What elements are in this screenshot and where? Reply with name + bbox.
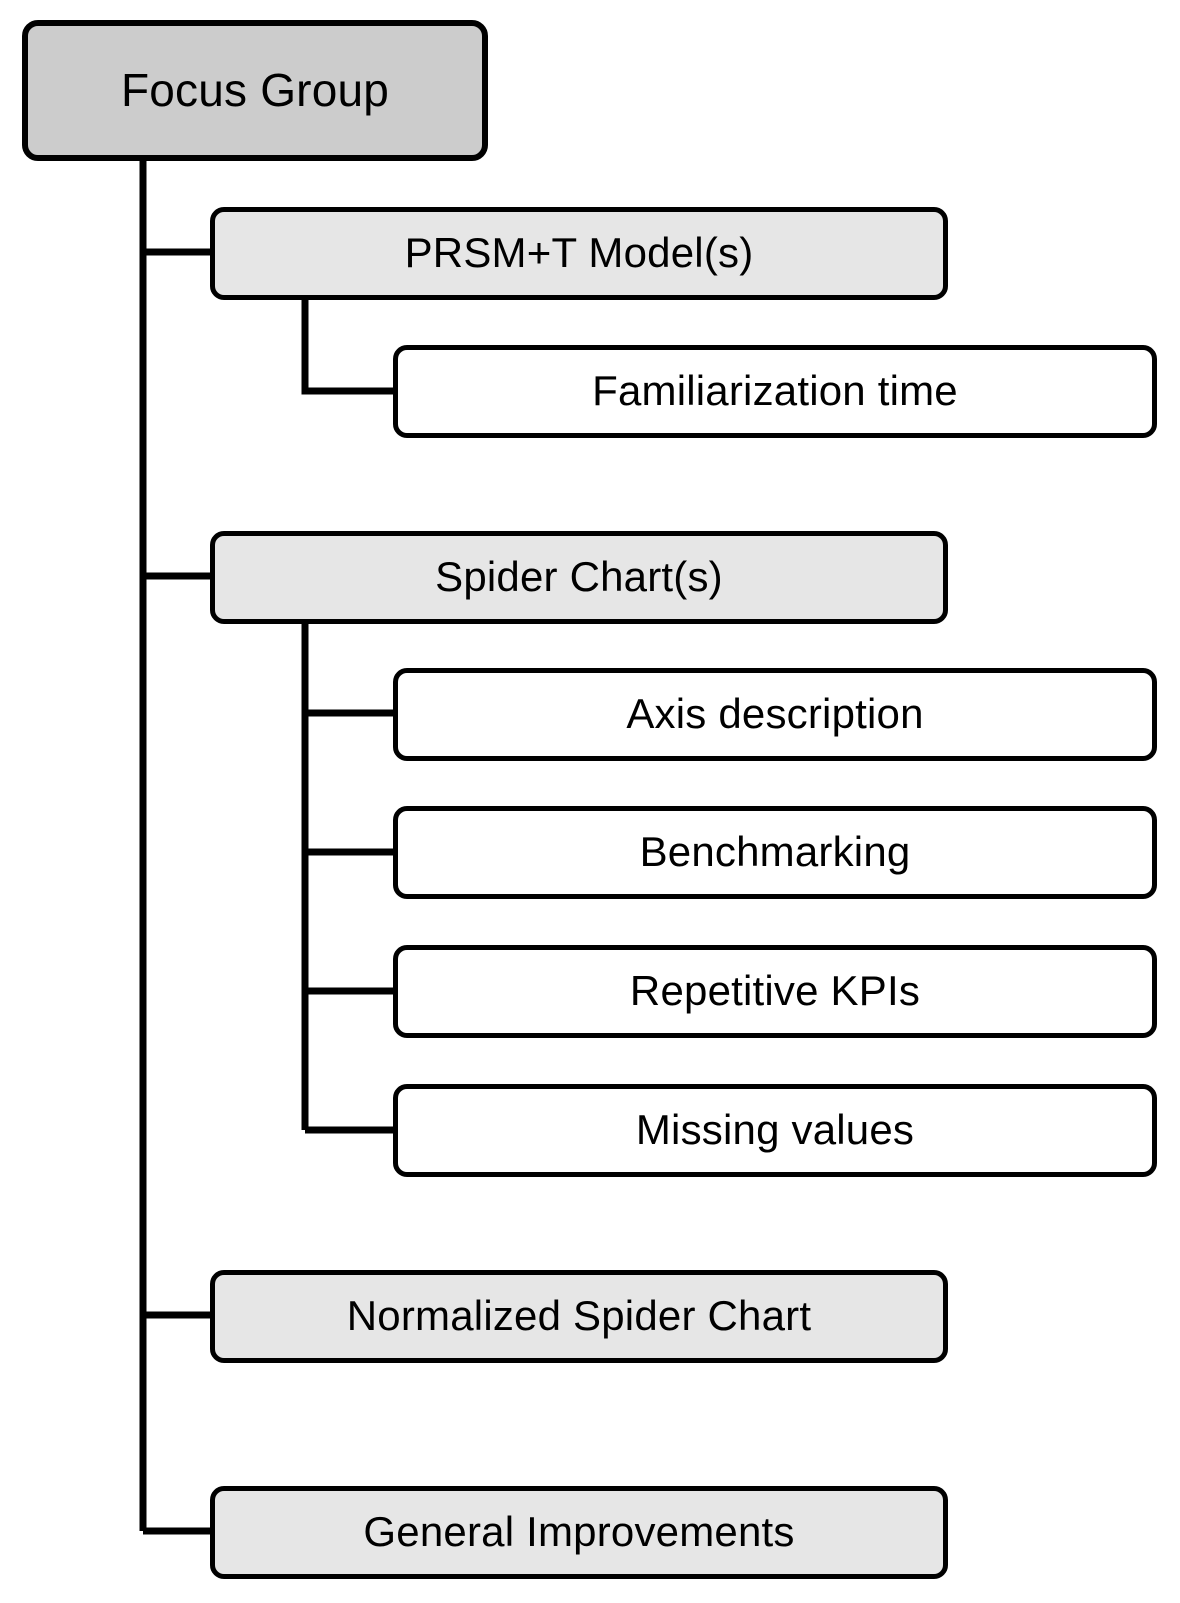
node-normalized-spider-chart-label: Normalized Spider Chart [346, 1292, 812, 1340]
node-focus-group[interactable]: Focus Group [22, 20, 488, 161]
node-repetitive-kpis-label: Repetitive KPIs [629, 967, 921, 1015]
node-general-improvements[interactable]: General Improvements [210, 1486, 948, 1579]
edge-prsm-to-familiarization [301, 300, 396, 395]
node-general-improvements-label: General Improvements [363, 1508, 795, 1556]
node-prsm-model[interactable]: PRSM+T Model(s) [210, 207, 948, 300]
node-normalized-spider-chart[interactable]: Normalized Spider Chart [210, 1270, 948, 1363]
node-prsm-model-label: PRSM+T Model(s) [404, 229, 754, 277]
node-benchmarking-label: Benchmarking [639, 828, 911, 876]
node-repetitive-kpis[interactable]: Repetitive KPIs [393, 945, 1157, 1038]
node-missing-values[interactable]: Missing values [393, 1084, 1157, 1177]
node-focus-group-label: Focus Group [120, 64, 390, 117]
node-familiarization-time[interactable]: Familiarization time [393, 345, 1157, 438]
node-spider-chart[interactable]: Spider Chart(s) [210, 531, 948, 624]
node-missing-values-label: Missing values [635, 1106, 915, 1154]
node-axis-description[interactable]: Axis description [393, 668, 1157, 761]
node-axis-description-label: Axis description [626, 690, 924, 738]
node-benchmarking[interactable]: Benchmarking [393, 806, 1157, 899]
node-familiarization-time-label: Familiarization time [592, 367, 958, 415]
node-spider-chart-label: Spider Chart(s) [435, 553, 723, 601]
